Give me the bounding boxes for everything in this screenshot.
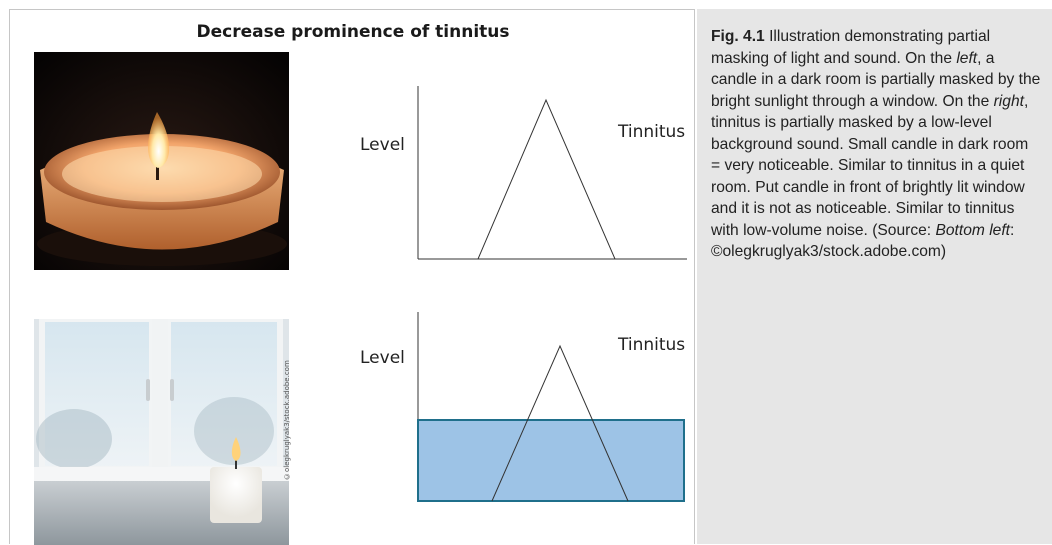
figure-label: Fig. 4.1	[711, 28, 765, 45]
caption-seg-3: right	[994, 93, 1024, 110]
bottom-masking-graph	[410, 310, 700, 510]
candle-window-image	[34, 319, 289, 545]
figure-panel: Decrease prominence of tinnitus	[9, 9, 695, 544]
bottom-graph-level-label: Level	[360, 348, 405, 368]
figure-title: Decrease prominence of tinnitus	[10, 22, 696, 42]
photo-credit: ©olegkruglyak3/stock.adobe.com	[282, 340, 292, 500]
top-masking-graph	[410, 76, 700, 276]
figure-caption: Fig. 4.1 Illustration demonstrating part…	[711, 26, 1041, 263]
caption-seg-4: , tinnitus is partially masked by a low-…	[711, 93, 1028, 239]
top-graph-tinnitus-peak	[478, 100, 615, 259]
background-sound-block	[418, 420, 684, 501]
candle-dark-room-image	[34, 52, 289, 270]
candle-dark-room-photo	[34, 52, 289, 270]
caption-seg-5: Bottom left	[935, 222, 1010, 239]
caption-seg-1: left	[956, 50, 977, 67]
caption-panel: Fig. 4.1 Illustration demonstrating part…	[697, 9, 1052, 544]
candle-window-photo	[34, 319, 289, 545]
top-graph-level-label: Level	[360, 135, 405, 155]
